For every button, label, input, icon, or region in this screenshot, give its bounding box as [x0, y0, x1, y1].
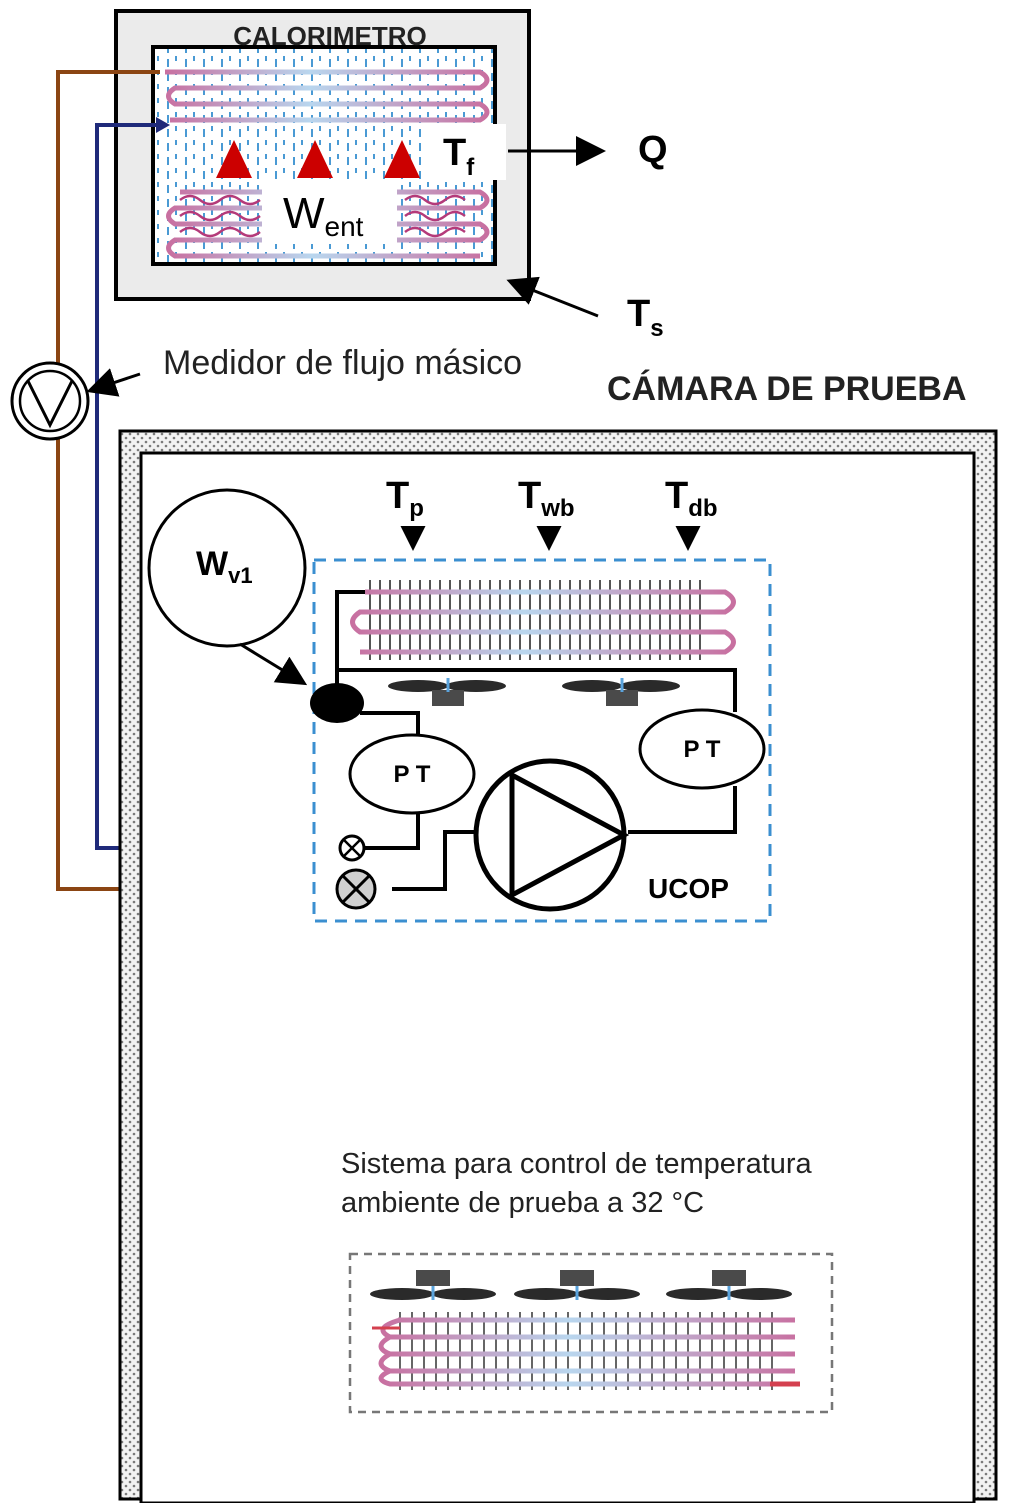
heat-arrow-2: [297, 140, 333, 178]
tf-label-box: [423, 124, 506, 180]
mass-flow-meter: Medidor de flujo másico: [10, 344, 522, 441]
test-chamber: CÁMARA DE PRUEBA Tp Twb Tdb Wv1: [118, 370, 998, 1503]
wv1-label: Wv1: [196, 545, 253, 588]
wv1-circle: [147, 488, 307, 648]
liquid-valve-icon: [335, 868, 377, 910]
control-system-line2: ambiente de prueba a 32 °C: [341, 1187, 704, 1219]
flow-meter-v-icon: [26, 380, 74, 429]
suction-inlet-arrowhead: [156, 117, 170, 133]
flow-meter-pointer: [86, 368, 141, 397]
flow-meter-inner: [18, 369, 82, 433]
control-system-line1: Sistema para control de temperatura: [341, 1148, 813, 1180]
ts-label: Ts: [627, 293, 664, 342]
control-coil: [372, 1312, 800, 1390]
went-label: Went: [283, 189, 364, 242]
calorimeter: CALORIMETRO Went Tf Q: [114, 9, 668, 342]
ucop-piping: [335, 590, 737, 891]
wv1-pointer: [239, 642, 308, 686]
q-label: Q: [638, 129, 668, 171]
control-fan-1: [370, 1270, 496, 1300]
tf-label: Tf: [443, 132, 475, 181]
pt-sensor-right: [638, 708, 766, 790]
receiver-tank: [310, 683, 364, 723]
control-fan-3: [666, 1270, 792, 1300]
pt-sensor-left: [348, 733, 476, 815]
condenser-fan-right: [562, 678, 680, 706]
control-fan-2: [514, 1270, 640, 1300]
condenser-tube: [350, 589, 736, 655]
twb-label: Twb: [518, 475, 575, 522]
pt-right-label: P T: [684, 736, 721, 763]
electric-heater-left: [179, 194, 261, 238]
condenser-fan-left: [388, 678, 506, 706]
chamber-interior: [139, 451, 976, 1503]
compressor-icon: [473, 758, 630, 912]
ucop-boundary: [312, 558, 772, 923]
ts-pointer-line: [506, 276, 599, 318]
condenser-coil: [350, 580, 736, 660]
chamber-title: CÁMARA DE PRUEBA: [607, 370, 967, 408]
calorimeter-top-coil: [165, 69, 490, 123]
heat-arrow-3: [384, 140, 420, 178]
ucop-label: UCOP: [648, 873, 729, 904]
tdb-label: Tdb: [665, 475, 718, 522]
tp-label: Tp: [386, 475, 424, 522]
suction-valve-icon: [338, 834, 366, 862]
flow-meter-label: Medidor de flujo másico: [163, 344, 522, 382]
went-label-box: [262, 182, 397, 244]
control-unit-boundary: [348, 1252, 834, 1414]
electric-heater-right: [404, 194, 466, 238]
pt-left-label: P T: [394, 761, 431, 788]
heat-arrow-1: [216, 140, 252, 178]
calorimeter-title: CALORIMETRO: [233, 21, 427, 51]
